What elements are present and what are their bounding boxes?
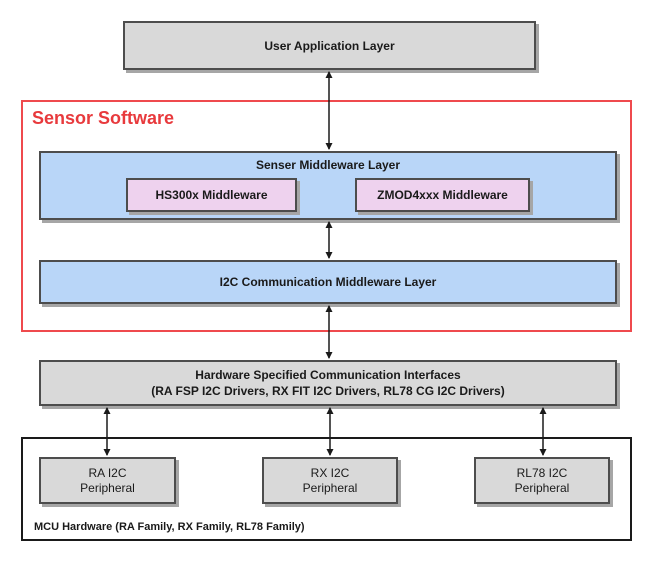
zmod4xxx-middleware-label: ZMOD4xxx Middleware <box>377 188 508 202</box>
sensor-software-title: Sensor Software <box>32 108 175 128</box>
hw-interfaces-line2: (RA FSP I2C Drivers, RX FIT I2C Drivers,… <box>151 384 505 398</box>
user-application-layer-label: User Application Layer <box>264 38 395 53</box>
ra-i2c-peripheral-name: RA I2C <box>88 465 127 480</box>
rl78-i2c-peripheral-box: RL78 I2C Peripheral <box>474 457 610 504</box>
hw-interfaces-line1: Hardware Specified Communication Interfa… <box>195 368 461 382</box>
rl78-i2c-peripheral-name: RL78 I2C <box>516 465 568 480</box>
user-application-layer-box: User Application Layer <box>123 21 536 70</box>
ra-i2c-peripheral-sub: Peripheral <box>80 480 135 495</box>
rx-i2c-peripheral-name: RX I2C <box>310 465 350 480</box>
hs300x-middleware-label: HS300x Middleware <box>155 188 268 202</box>
rl78-i2c-peripheral-sub: Peripheral <box>514 480 570 495</box>
ra-i2c-peripheral-box: RA I2C Peripheral <box>39 457 176 504</box>
sensor-middleware-layer-title: Senser Middleware Layer <box>255 158 401 172</box>
hs300x-middleware-box: HS300x Middleware <box>126 178 297 212</box>
i2c-middleware-layer-label: I2C Communication Middleware Layer <box>219 275 437 289</box>
i2c-middleware-layer-box: I2C Communication Middleware Layer <box>39 260 617 304</box>
rx-i2c-peripheral-sub: Peripheral <box>302 480 358 495</box>
rx-i2c-peripheral-box: RX I2C Peripheral <box>262 457 398 504</box>
hw-interfaces-box: Hardware Specified Communication Interfa… <box>39 360 617 406</box>
zmod4xxx-middleware-box: ZMOD4xxx Middleware <box>355 178 530 212</box>
mcu-hardware-title: MCU Hardware (RA Family, RX Family, RL78… <box>34 521 305 533</box>
